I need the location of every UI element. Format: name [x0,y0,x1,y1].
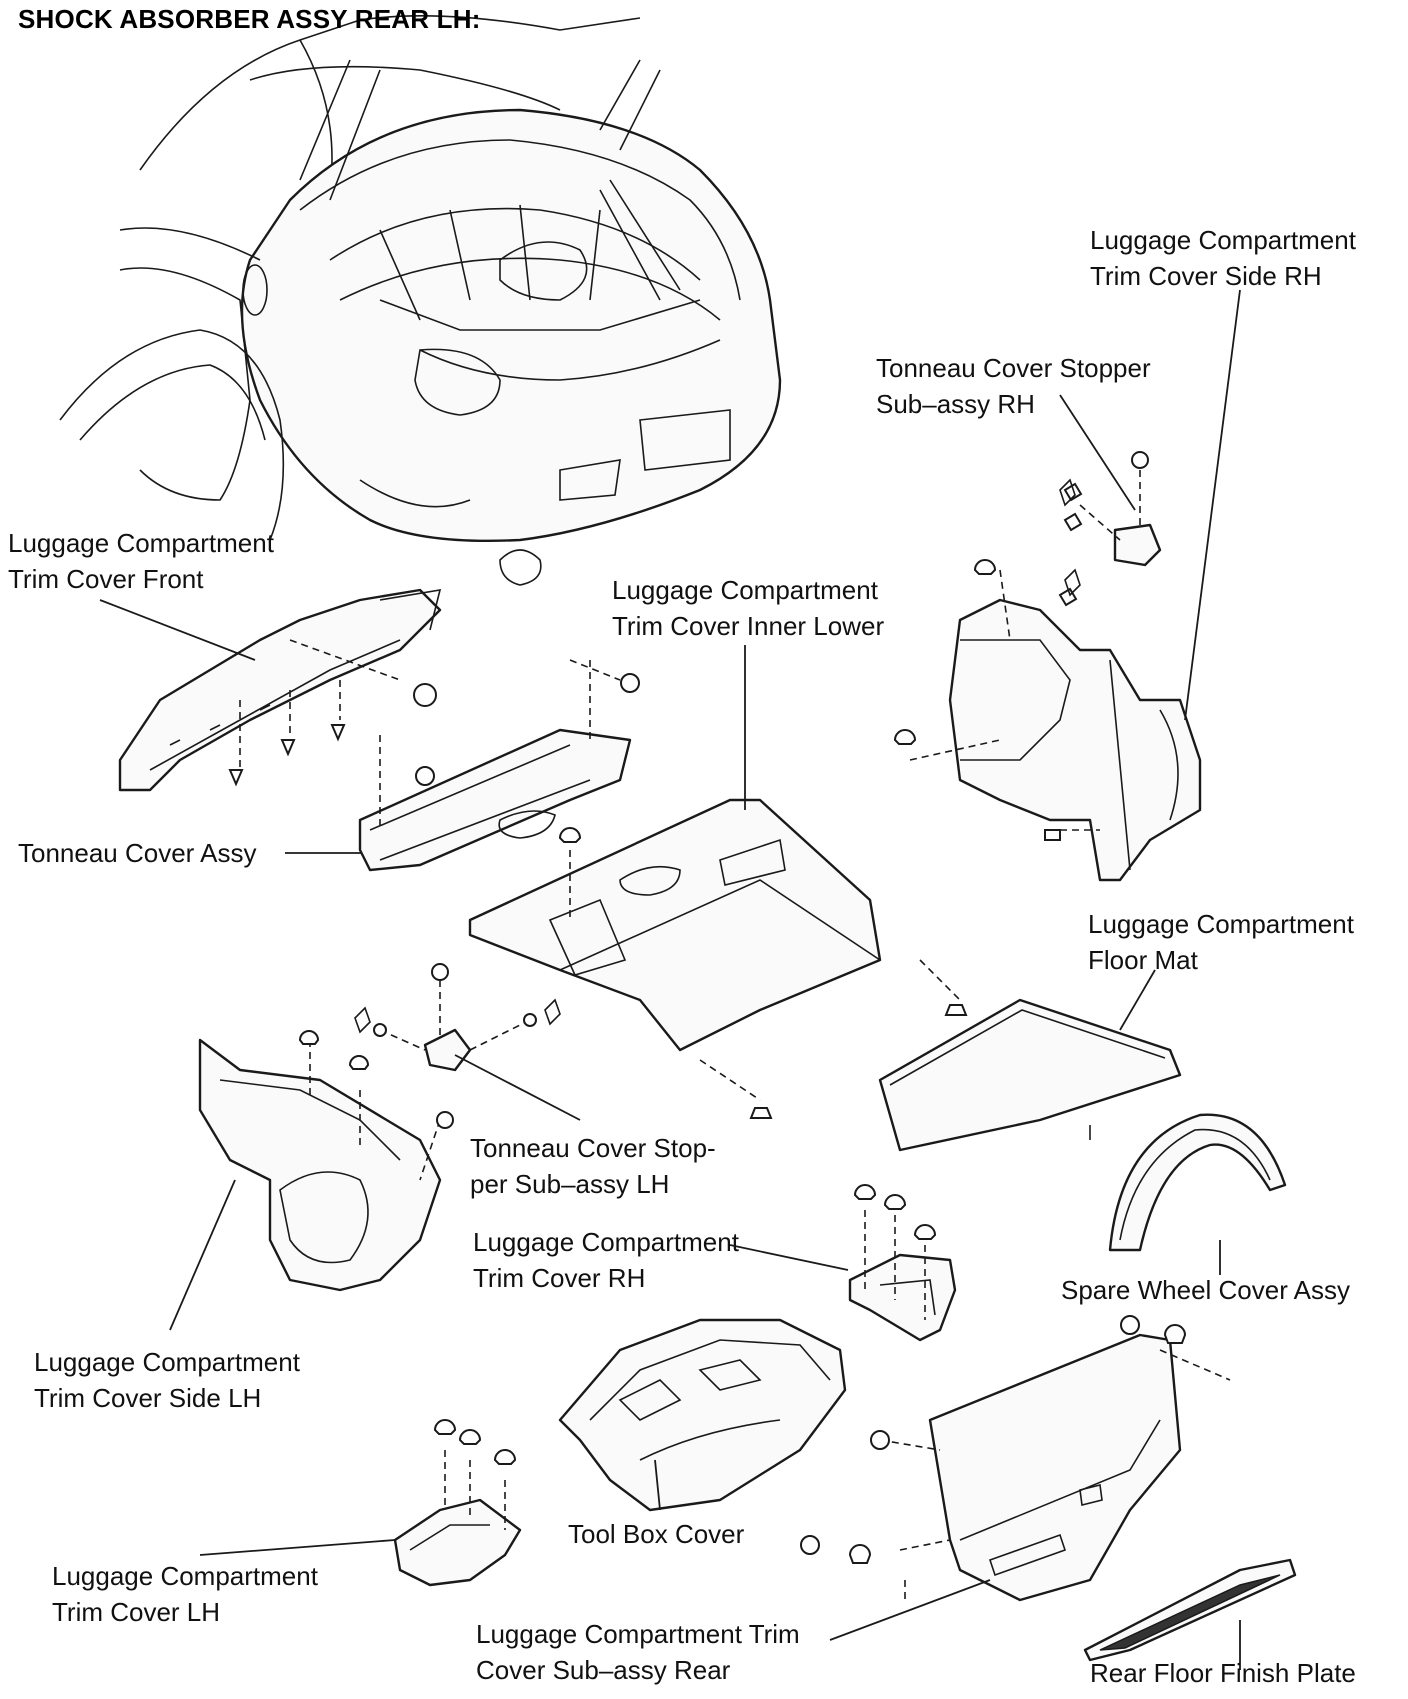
label-line: per Sub–assy LH [470,1169,670,1199]
label-line: Trim Cover Inner Lower [612,611,885,641]
trim-cover-front-part [118,588,442,792]
label-line: Luggage Compartment Trim [476,1619,800,1649]
label-trim-cover-inner-lower: Luggage Compartment Trim Cover Inner Low… [612,572,884,644]
label-line: Tonneau Cover Stop- [470,1133,716,1163]
car-illustration [59,14,782,586]
label-line: Luggage Compartment [52,1561,318,1591]
label-line: Trim Cover LH [52,1597,221,1627]
label-line: Luggage Compartment [473,1227,739,1257]
trim-cover-side-rh-part [893,559,1202,882]
tonneau-cover-part [358,659,640,872]
label-tonneau-cover-assy: Tonneau Cover Assy [18,838,257,868]
trim-cover-inner-lower-part [468,798,968,1119]
label-trim-cover-rear: Luggage Compartment Trim Cover Sub–assy … [476,1616,800,1688]
label-line: Sub–assy RH [876,389,1035,419]
label-line: Floor Mat [1088,945,1198,975]
label-line: Luggage Compartment [1088,909,1354,939]
label-line: Luggage Compartment [612,575,878,605]
trim-cover-rh-part [848,1184,957,1342]
label-tonneau-stopper-lh: Tonneau Cover Stop- per Sub–assy LH [470,1130,716,1202]
tonneau-stopper-lh-part [354,963,561,1072]
label-trim-cover-front: Luggage Compartment Trim Cover Front [8,525,274,597]
trim-cover-rear-part [800,1315,1231,1602]
label-trim-cover-side-rh: Luggage Compartment Trim Cover Side RH [1090,222,1356,294]
tool-box-cover-part [558,1318,847,1512]
label-line: Tonneau Cover Stopper [876,353,1151,383]
label-line: Trim Cover Side RH [1090,261,1322,291]
label-tool-box-cover: Tool Box Cover [568,1519,745,1549]
label-line: Cover Sub–assy Rear [476,1655,731,1685]
trim-cover-side-lh-part [198,1030,454,1292]
label-line: Luggage Compartment [34,1347,300,1377]
leader-lines [99,289,1241,1670]
label-trim-cover-side-lh: Luggage Compartment Trim Cover Side LH [34,1344,300,1416]
floor-mat-part [878,998,1182,1152]
label-line: Trim Cover Side LH [34,1383,262,1413]
label-floor-mat: Luggage Compartment Floor Mat [1088,906,1354,978]
label-tonneau-stopper-rh: Tonneau Cover Stopper Sub–assy RH [876,350,1151,422]
label-trim-cover-rh: Luggage Compartment Trim Cover RH [473,1224,739,1296]
label-spare-wheel-cover-assy: Spare Wheel Cover Assy [1061,1275,1351,1305]
label-line: Trim Cover RH [473,1263,646,1293]
label-rear-floor-finish-plate: Rear Floor Finish Plate [1090,1658,1356,1688]
trim-cover-lh-part [393,1419,522,1587]
label-line: Luggage Compartment [8,528,274,558]
tonneau-stopper-rh-part [1058,451,1162,607]
spare-wheel-cover-part [1108,1113,1287,1252]
label-line: Trim Cover Front [8,564,204,594]
label-line: Luggage Compartment [1090,225,1356,255]
finish-plate-part [1083,1558,1297,1662]
label-trim-cover-lh: Luggage Compartment Trim Cover LH [52,1558,318,1630]
diagram-title: SHOCK ABSORBER ASSY REAR LH: [18,4,481,34]
